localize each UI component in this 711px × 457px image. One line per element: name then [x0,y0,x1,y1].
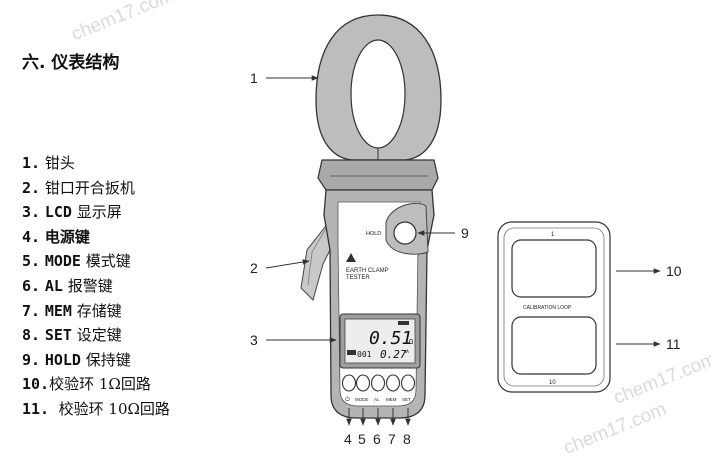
parts-list: 1. 钳头 2. 钳口开合扳机 3. LCD 显示屏 4. 电源键 5. MOD… [22,151,170,422]
part-number: 6. [22,276,41,295]
hold-button[interactable] [393,221,417,245]
jaw-trigger-shade [307,221,331,286]
callout-label-5: 5 [358,431,366,447]
part-name: 校验环 10Ω回路 [58,399,170,418]
power-key-label: ⏻ [345,396,350,403]
callout-arrow-2 [265,259,310,269]
callout-label-6: 6 [373,431,381,447]
set-key[interactable] [400,374,416,392]
part-code: AL [44,276,63,295]
callout-label-11: 11 [666,336,681,352]
watermark-text: chem17.com [68,0,177,45]
callout-label-4: 4 [344,431,352,447]
mode-key-label: MODE [355,397,369,402]
part-item-3: 3. LCD 显示屏 [22,200,170,225]
brand-line-2: TESTER [346,275,370,281]
part-number: 3. [22,203,41,222]
callout-label-10: 10 [666,263,682,279]
lcd-mem-icon [347,350,356,355]
callout-label-7: 7 [388,431,396,447]
part-item-2: 2. 钳口开合扳机 [22,176,170,201]
part-name: 设定键 [76,326,122,345]
part-item-5: 5. MODE 模式键 [22,249,170,274]
loop-top-number: 1 [551,232,555,238]
set-key-label: SET [402,397,411,402]
warning-icon [346,253,356,262]
part-code: MODE [44,252,81,271]
part-item-11: 11. 校验环 10Ω回路 [22,397,170,422]
part-number: 8. [22,326,41,345]
part-name: 报警键 [67,276,113,295]
part-name: 钳头 [44,154,75,172]
lcd-main-reading: 0.51 [369,328,412,349]
clamp-opening [350,39,406,149]
part-item-10: 10.校验环 1Ω回路 [22,372,170,397]
part-code: MEM [44,301,72,320]
lcd-main-unit: Ω [409,338,413,346]
part-name: 存储键 [76,301,122,320]
part-name: 校验环 1Ω回路 [49,375,151,394]
callout-label-3: 3 [250,332,258,348]
part-name: 钳口开合扳机 [44,178,135,197]
part-number: 7. [22,301,41,320]
part-code: LCD [44,203,72,222]
part-number: 9. [22,350,41,369]
callout-label-8: 8 [403,431,411,447]
part-name: 显示屏 [76,203,122,222]
page-heading: 六. 仪表结构 [22,53,120,73]
callout-label-9: 9 [461,225,469,241]
part-item-6: 6. AL 报警键 [22,274,170,299]
lcd-sub-right: 0.27 [380,348,407,361]
part-code: HOLD [44,350,81,369]
part-item-4: 4. 电源键 [22,225,170,250]
watermark-text: chem17.com [561,399,670,457]
part-number: 2. [22,178,41,197]
clamp-collar [317,159,439,191]
lcd-sub-unit: mA [404,349,409,354]
mem-key-label: MEM [386,397,397,402]
mem-key[interactable] [385,374,401,392]
part-name: 模式键 [85,252,131,271]
part-item-8: 8. SET 设定键 [22,323,170,348]
part-number: 11. [22,399,50,418]
loop-window-upper [511,239,597,298]
part-number: 1. [22,154,41,172]
callout-label-2: 2 [250,260,258,276]
hold-label: HOLD [366,231,381,237]
lcd-battery-icon [398,321,409,325]
al-key-label: AL [374,397,380,402]
lcd-screen [344,318,416,364]
part-item-7: 7. MEM 存储键 [22,299,170,324]
loop-window-lower [511,316,597,375]
part-item-1: 1. 钳头 [22,151,170,176]
brand-line-1: EARTH CLAMP [346,268,389,274]
lcd-sub-left: 001 [357,350,372,359]
callout-label-1: 1 [250,70,258,86]
part-name: 保持键 [85,350,131,369]
part-number: 10. [22,375,50,394]
mode-key[interactable] [355,374,371,392]
part-item-9: 9. HOLD 保持键 [22,348,170,373]
part-name: 电源键 [44,227,90,246]
part-number: 5. [22,252,41,271]
loop-bottom-number: 10 [549,380,556,386]
loop-middle-label: CALIBRATION LOOP [523,305,572,311]
power-key[interactable] [341,374,357,392]
al-key[interactable] [370,374,386,392]
calibration-loop-inner [503,227,605,387]
part-number: 4. [22,227,41,246]
part-code: SET [44,326,72,345]
